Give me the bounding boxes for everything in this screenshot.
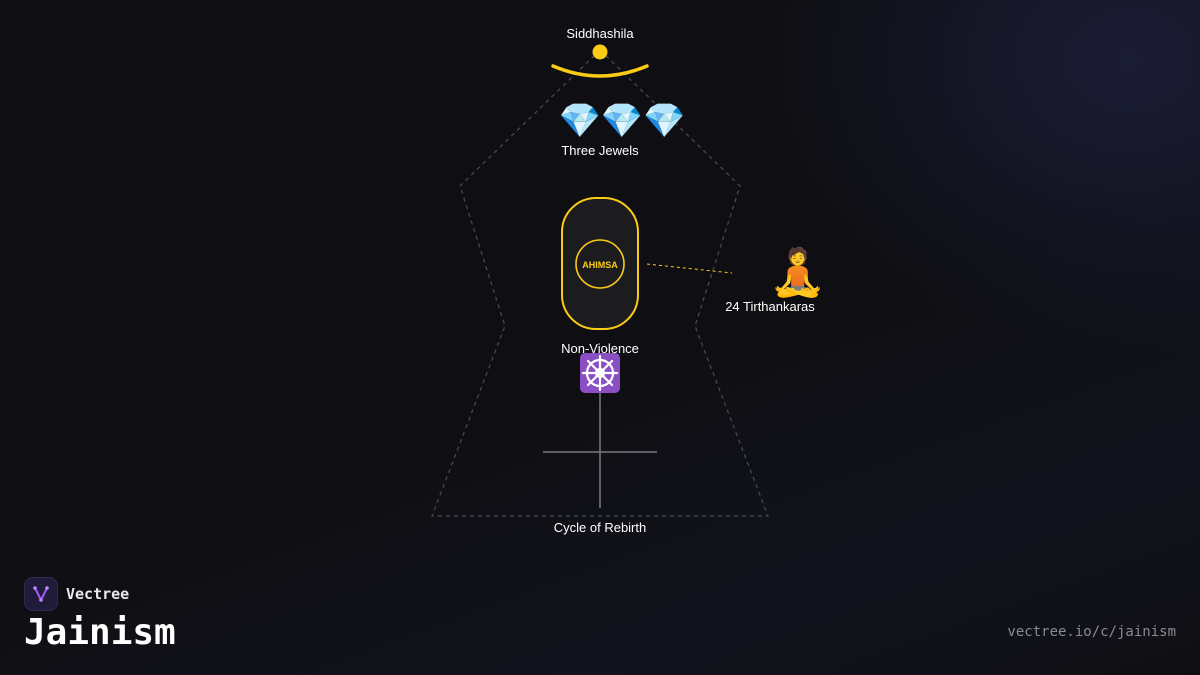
brand-header: Vectree <box>24 577 129 611</box>
cycle-of-rebirth-label: Cycle of Rebirth <box>554 520 646 535</box>
non-violence-label: Non-Violence <box>561 341 639 356</box>
brand-name: Vectree <box>66 585 130 603</box>
ahimsa-badge-text: AHIMSA <box>582 260 618 270</box>
ahimsa-circle <box>575 239 625 289</box>
vectree-logo-icon <box>24 577 58 611</box>
three-jewels-label: Three Jewels <box>561 143 639 158</box>
page-title: Jainism <box>24 612 176 653</box>
siddhashila-crescent <box>551 64 649 78</box>
siddha-dot <box>592 44 608 60</box>
tirthankaras-label: 24 Tirthankaras <box>725 299 815 314</box>
dharma-wheel-icon <box>581 354 619 392</box>
source-url[interactable]: vectree.io/c/jainism <box>1007 624 1176 640</box>
universe-outline <box>431 49 769 517</box>
siddhashila-label: Siddhashila <box>566 26 634 41</box>
meditating-figure-icon: 🧘 <box>769 245 826 299</box>
tirthankaras-connector <box>646 263 733 274</box>
three-jewels-icon: 💎💎💎 <box>558 101 685 141</box>
ahimsa-pill <box>561 197 639 330</box>
